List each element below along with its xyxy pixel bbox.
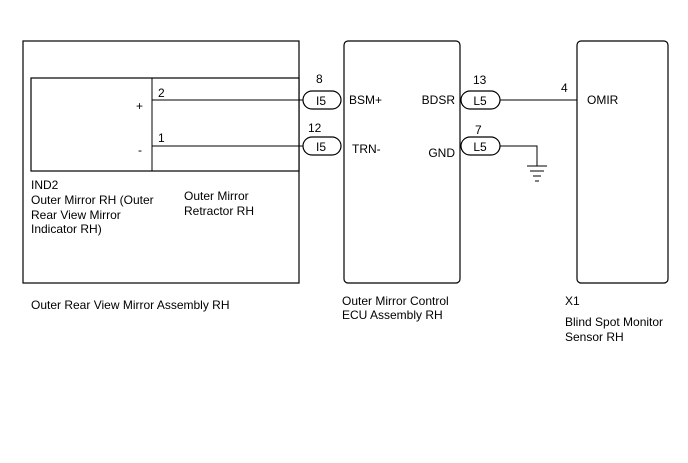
outer-mirror-control-ecu: BSM+ TRN- BDSR GND Outer Mirror Control …: [342, 40, 461, 322]
wire-pin7-to-ground: [500, 145, 538, 166]
pin-number-13: 13: [473, 73, 487, 87]
indicator-code: IND2: [31, 178, 59, 192]
sensor-terminal-omir: OMIR: [587, 93, 619, 107]
pin-number-2: 2: [158, 86, 165, 100]
retractor-name-line-1: Outer Mirror: [184, 189, 249, 203]
blind-spot-monitor-sensor-rh: OMIR X1 Blind Spot Monitor Sensor RH: [565, 40, 669, 344]
pin-number-7: 7: [475, 123, 482, 137]
pin-number-12: 12: [308, 121, 322, 135]
ecu-name-line-2: ECU Assembly RH: [342, 308, 443, 322]
indicator-retractor-block: [30, 77, 300, 172]
connector-i5-upper: I5: [302, 90, 342, 110]
connector-l5-lower: L5: [460, 136, 501, 156]
ecu-terminal-gnd: GND: [428, 146, 455, 160]
ecu-terminal-trn-minus: TRN-: [352, 142, 381, 156]
ecu-outline: [343, 40, 461, 284]
ecu-terminal-bsm-plus: BSM+: [349, 93, 382, 107]
sensor-code: X1: [565, 294, 580, 308]
retractor-minus-sign: -: [138, 143, 142, 157]
retractor-name-line-2: Retractor RH: [184, 204, 254, 218]
assembly-name: Outer Rear View Mirror Assembly RH: [31, 298, 230, 312]
pin-number-1: 1: [158, 131, 165, 145]
connector-label: I5: [316, 140, 326, 154]
connector-i5-lower: I5: [302, 136, 342, 156]
connector-label: L5: [473, 94, 487, 108]
pin-number-4: 4: [561, 81, 568, 95]
indicator-name-line-2: Rear View Mirror: [31, 208, 121, 222]
retractor-plus-sign: +: [136, 99, 143, 113]
ecu-terminal-bdsr: BDSR: [422, 93, 456, 107]
sensor-outline: [576, 40, 669, 284]
sensor-name-line-1: Blind Spot Monitor: [565, 315, 663, 329]
outer-rear-view-mirror-assembly-rh: + - IND2 Outer Mirror RH (Outer Rear Vie…: [22, 40, 300, 312]
connector-label: L5: [473, 140, 487, 154]
connector-label: I5: [316, 94, 326, 108]
sensor-name-line-2: Sensor RH: [565, 330, 624, 344]
indicator-name-line-1: Outer Mirror RH (Outer: [31, 193, 154, 207]
ecu-name-line-1: Outer Mirror Control: [342, 294, 449, 308]
connector-l5-upper: L5: [460, 90, 501, 110]
indicator-name-line-3: Indicator RH): [31, 222, 102, 236]
ground-icon: [527, 165, 547, 182]
pin-number-8: 8: [316, 72, 323, 86]
